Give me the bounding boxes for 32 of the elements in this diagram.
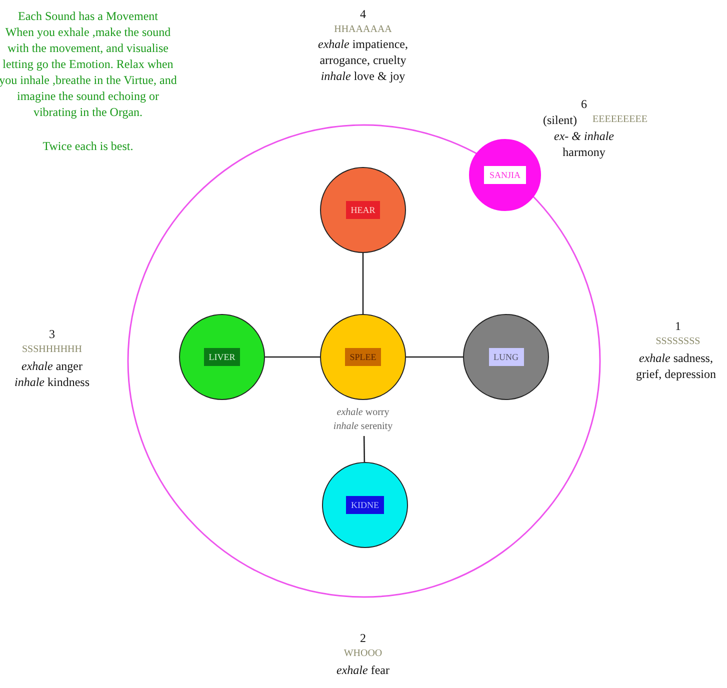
emotion-note: inhale serenity xyxy=(332,420,394,434)
organ-label: HEAR xyxy=(346,201,380,219)
emotion-text: exhale anger xyxy=(20,358,84,374)
connector-line xyxy=(265,356,320,358)
sound-number: 4 xyxy=(359,6,367,22)
sound-text: SSSSSSSS xyxy=(654,335,702,349)
sound-note: (silent) xyxy=(542,112,578,128)
sound-number: 1 xyxy=(674,318,682,334)
emotion-text: ex- & inhale xyxy=(553,128,615,144)
connector-line xyxy=(406,356,463,358)
sound-text: WHOOO xyxy=(342,647,384,661)
organ-label: SANJIA xyxy=(484,166,526,184)
organ-label: SPLEE xyxy=(344,348,382,366)
virtue-text: inhale love & joy xyxy=(320,68,406,84)
emotion-text: exhale sadness, grief, depression xyxy=(635,350,717,382)
sound-number: 3 xyxy=(48,326,56,342)
organ-label: KIDNE xyxy=(346,496,384,514)
connector-line xyxy=(362,253,364,314)
connector-line xyxy=(363,436,366,462)
sound-text: HHAAAAAA xyxy=(333,23,393,37)
emotion-text: exhale fear xyxy=(336,662,390,678)
virtue-text: harmony xyxy=(562,144,606,160)
organ-label: LUNG xyxy=(488,348,524,366)
emotion-note: exhale worry xyxy=(336,406,390,420)
sound-text: EEEEEEEEE xyxy=(592,113,648,127)
sound-number: 2 xyxy=(359,630,367,646)
sound-text: SSSHHHHHH xyxy=(20,343,83,357)
sound-number: 6 xyxy=(580,96,588,112)
virtue-text: inhale kindness xyxy=(14,374,90,390)
instruction-note: Twice each is best. xyxy=(42,138,134,154)
organ-label: LIVER xyxy=(204,348,240,366)
instruction-heading: Each Sound has a Movement xyxy=(17,8,159,24)
